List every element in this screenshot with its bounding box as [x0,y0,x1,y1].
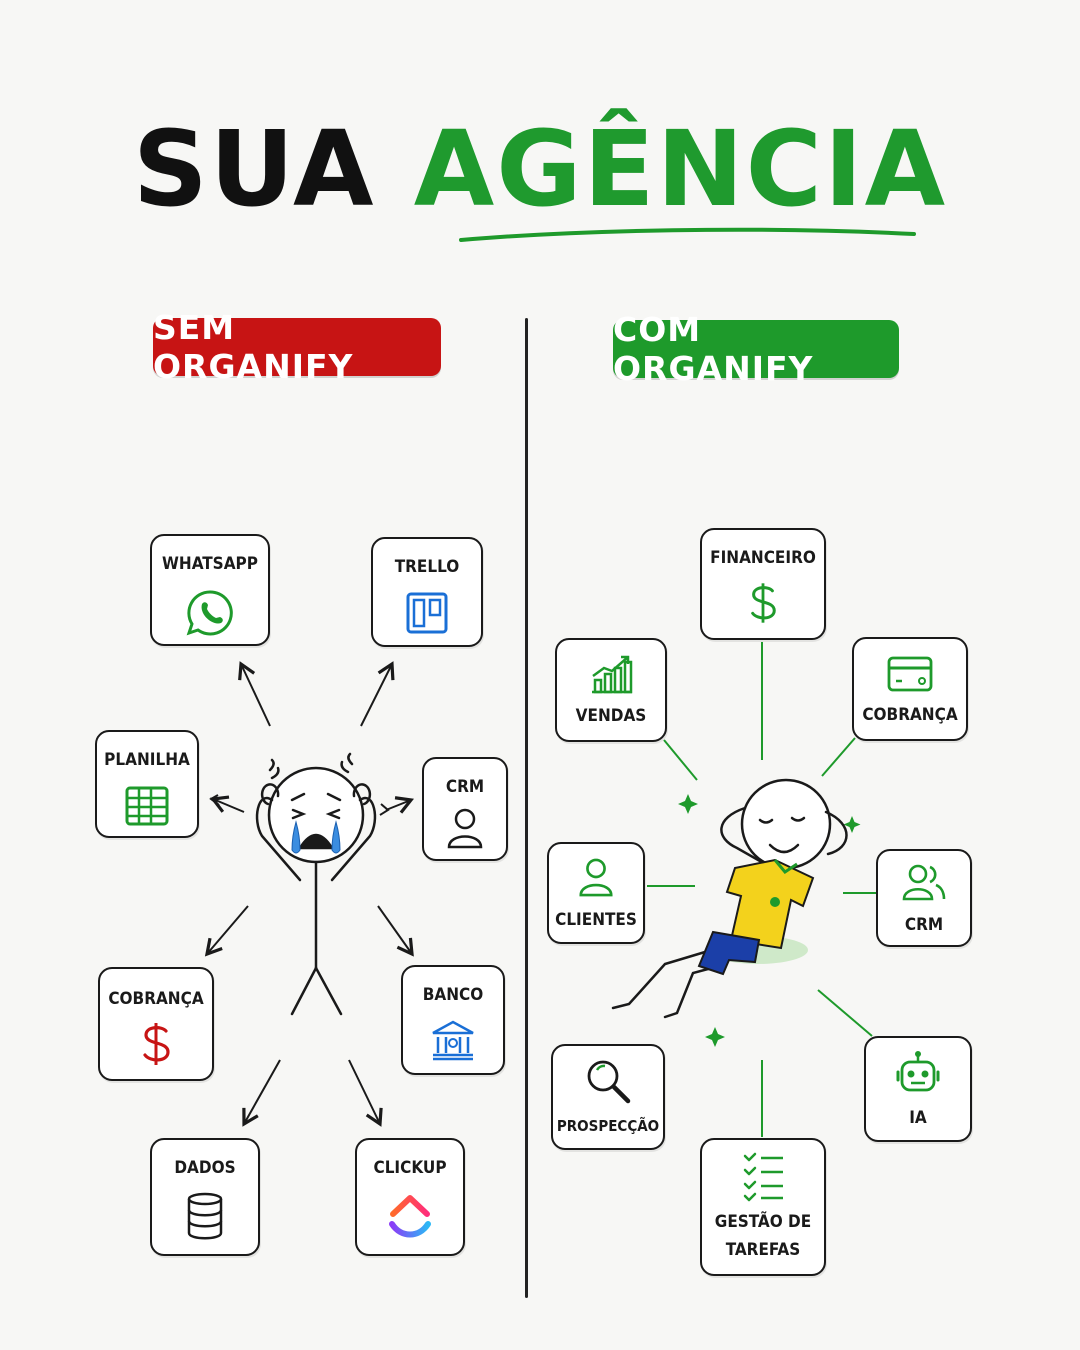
crying-stick-figure [255,752,377,1016]
card-crm-left: CRM [422,757,508,861]
arrow-dados [242,1059,281,1127]
card-crm-left-label: CRM [445,777,485,797]
card-cobranca-left-label: COBRANÇA [108,989,204,1009]
card-gestao-tarefas: GESTÃO DE TAREFAS [700,1138,826,1276]
bank-icon [432,1020,474,1061]
card-crm-right-label: CRM [904,915,944,935]
card-banco: BANCO [401,965,505,1075]
card-gestao-label-line2: TAREFAS [725,1240,801,1260]
card-clientes-label: CLIENTES [555,910,637,930]
database-icon [187,1192,223,1240]
card-ia-label: IA [909,1108,927,1128]
title-word-sua: SUA [132,108,376,230]
card-prospeccao: PROSPECÇÃO [551,1044,665,1150]
card-planilha-label: PLANILHA [104,750,190,770]
card-vendas: VENDAS [555,638,667,742]
trello-icon [406,592,448,634]
sparkles [678,794,861,1047]
arrow-whatsapp [238,661,271,727]
title-word-agencia: AGÊNCIA [413,108,948,230]
card-crm-right: CRM [876,849,972,947]
checklist-icon [743,1152,783,1202]
card-banco-label: BANCO [422,985,484,1005]
card-clickup-label: CLICKUP [373,1158,447,1178]
search-icon [587,1060,631,1104]
card-clickup: CLICKUP [355,1138,465,1256]
card-prospeccao-label: PROSPECÇÃO [556,1117,660,1135]
arrow-trello [360,661,395,727]
card-financeiro: FINANCEIRO [700,528,826,640]
relaxed-figure [611,778,848,1019]
arrow-banco [377,905,414,957]
brazil-shirt [697,858,815,976]
dollar-icon [751,583,776,623]
card-trello: TRELLO [371,537,483,647]
card-clientes: CLIENTES [547,842,645,944]
arrow-cobranca [204,905,249,957]
spreadsheet-icon [125,786,169,826]
card-whatsapp-label: WHATSAPP [162,554,258,574]
arrow-planilha [210,795,245,813]
chart-icon [592,655,633,694]
card-vendas-label: VENDAS [575,706,647,726]
left-arrows [204,661,414,1127]
card-planilha: PLANILHA [95,730,199,838]
card-cobranca-right-label: COBRANÇA [862,705,958,725]
users-icon [902,864,946,901]
tears [291,820,341,854]
whatsapp-icon [186,590,233,636]
card-icon [887,656,933,692]
arrow-clickup [348,1059,383,1127]
card-whatsapp: WHATSAPP [150,534,270,646]
arrow-crm [385,796,414,814]
title-underline [459,227,916,242]
user-icon [447,808,483,849]
user-icon [579,858,613,897]
card-gestao-label-line1: GESTÃO DE [714,1212,812,1232]
robot-icon [896,1051,940,1092]
card-ia: IA [864,1036,972,1142]
dollar-icon [143,1023,170,1065]
card-financeiro-label: FINANCEIRO [710,548,816,568]
card-trello-label: TRELLO [394,557,460,577]
page-title: SUA AGÊNCIA [0,108,1080,230]
left-arrow-backheads [209,794,390,816]
card-dados: DADOS [150,1138,260,1256]
right-lines [647,642,876,1137]
clickup-icon [389,1195,431,1238]
card-dados-label: DADOS [174,1158,236,1178]
card-cobranca-right: COBRANÇA [852,637,968,741]
card-cobranca-left: COBRANÇA [98,967,214,1081]
center-divider [525,318,528,1298]
